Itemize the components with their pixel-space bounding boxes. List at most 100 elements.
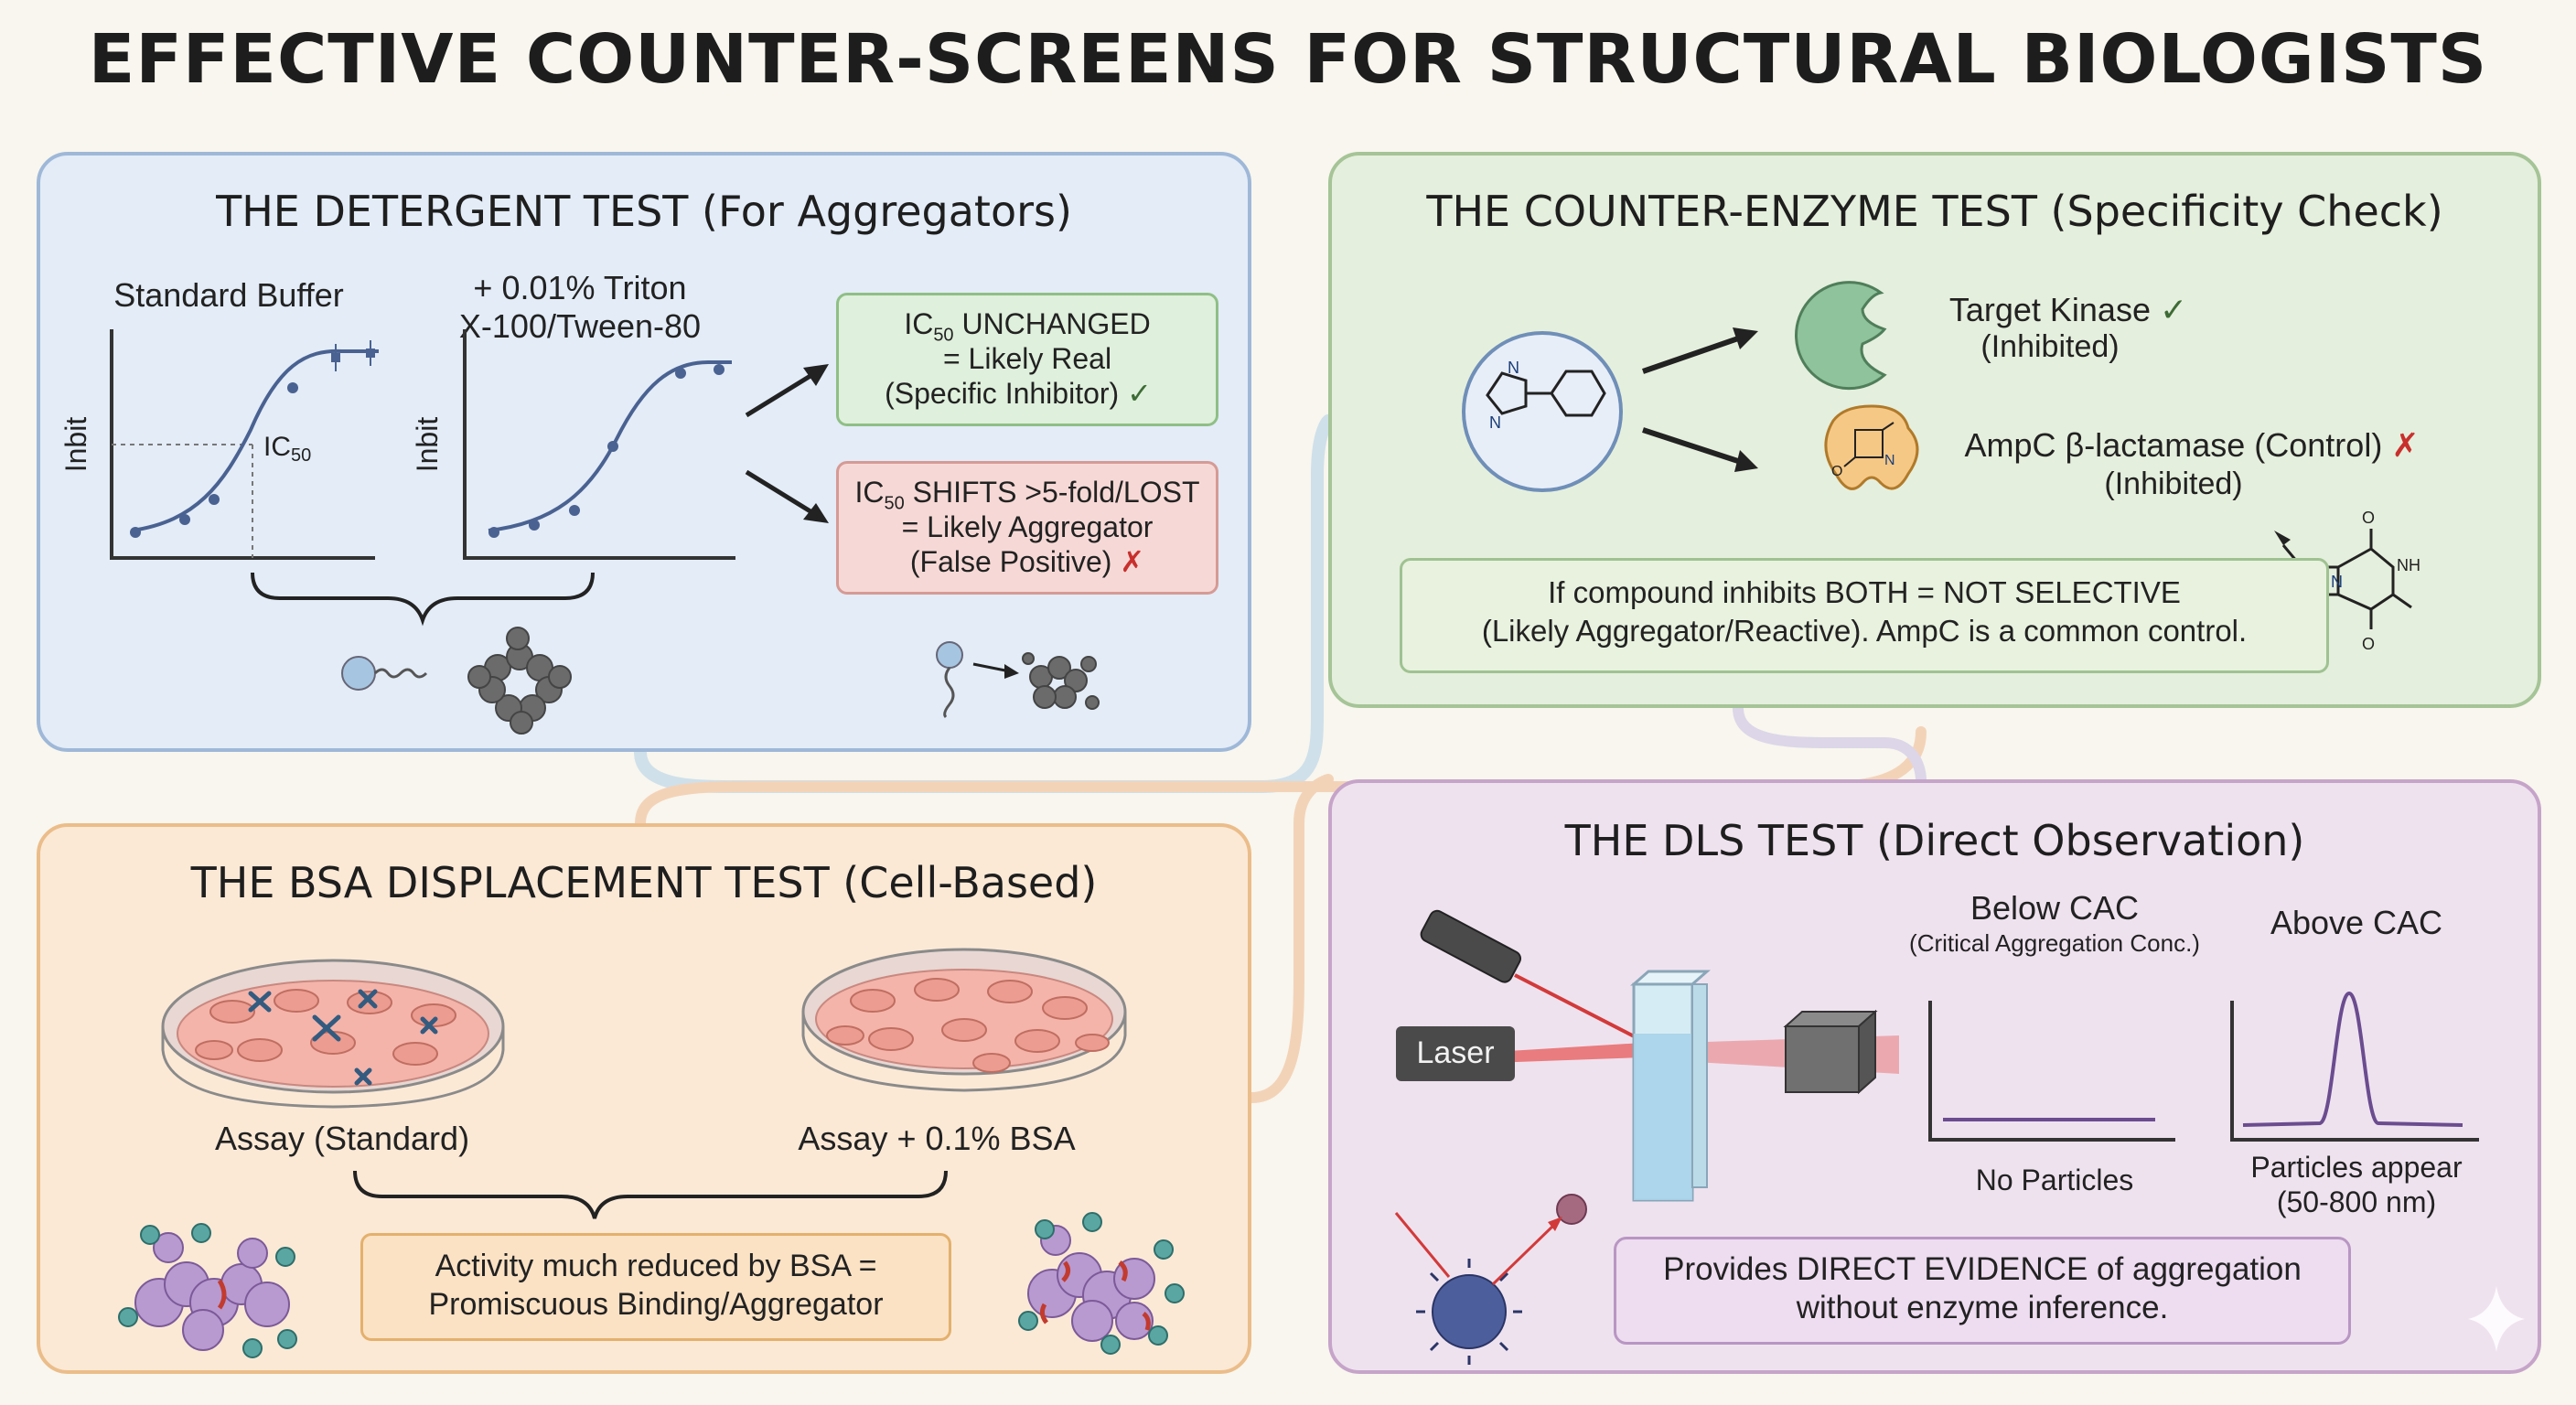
target-kinase-icon: [1795, 281, 1887, 391]
check-icon: ✓: [2159, 291, 2188, 328]
compound-molecule-icon: [341, 656, 376, 691]
atom-n-label: N: [1508, 359, 1519, 377]
plot2-point: [529, 520, 540, 531]
free-compound-tail: [943, 667, 955, 719]
plots-brace: [251, 572, 595, 627]
below-cac-caption: No Particles: [1975, 1164, 2134, 1196]
dish-bsa-label: Assay + 0.1% BSA: [798, 1120, 1076, 1157]
plot1-point: [179, 514, 190, 525]
stereo-wedge: [2274, 531, 2291, 545]
ampc-ring-icon: [1843, 422, 1894, 467]
free-compound-icon: [936, 641, 963, 669]
ampc-atom-o: O: [1831, 464, 1842, 479]
dls-illustration: [1394, 909, 2479, 1365]
ok-result-line3: (Specific Inhibitor) ✓: [885, 377, 1152, 410]
above-cac-peak: [2242, 991, 2463, 1127]
below-cac-subtitle: (Critical Aggregation Conc.): [1909, 929, 2200, 957]
plot2-point: [488, 527, 499, 538]
laser-beam: [1493, 1043, 1643, 1063]
imidazole-phenyl-structure-icon: [1486, 370, 1606, 417]
above-cac-caption-line1: Particles appear: [2250, 1151, 2463, 1184]
bad-result-line3: (False Positive) ✗: [909, 545, 1145, 578]
bsa-panel-title: THE BSA DISPLACEMENT TEST (Cell-Based): [190, 858, 1098, 907]
bsa-illustration: [118, 948, 1185, 1358]
below-cac-title: Below CAC: [1970, 889, 2140, 927]
atom-n-label: N: [1489, 413, 1501, 432]
plot2-curve: [488, 360, 732, 532]
aggregate-cluster-icon: [467, 627, 572, 735]
dishes-brace: [353, 1170, 948, 1219]
selectivity-note-line1: If compound inhibits BOTH = NOT SELECTIV…: [1548, 575, 2181, 609]
arrow-head: [803, 364, 829, 386]
laser-source-box: Laser: [1396, 1026, 1515, 1081]
plot2-point: [569, 505, 580, 516]
main-title: EFFECTIVE COUNTER-SCREENS FOR STRUCTURAL…: [88, 20, 2488, 99]
ampc-atom-n: N: [1884, 453, 1895, 468]
lactam-atom-n: N: [2331, 573, 2343, 591]
ampc-status: (Inhibited): [2104, 467, 2243, 501]
ok-result-box: IC50 UNCHANGED = Likely Real (Specific I…: [836, 293, 1218, 426]
plot2-point: [607, 441, 618, 452]
plot2-title-line2: X-100/Tween-80: [458, 307, 702, 345]
check-icon: ✓: [1127, 377, 1152, 410]
selectivity-note-box: If compound inhibits BOTH = NOT SELECTIV…: [1400, 558, 2329, 673]
petri-dish-bsa-icon: [801, 948, 1127, 1092]
bad-result-line2: = Likely Aggregator: [901, 510, 1154, 543]
bad-result-box: IC50 SHIFTS >5-fold/LOST = Likely Aggreg…: [836, 461, 1218, 595]
above-cac-title: Above CAC: [2270, 904, 2443, 941]
target-kinase-label: Target Kinase ✓: [1948, 291, 2188, 328]
lactam-atom-nh: NH: [2397, 556, 2420, 574]
arrow-to-ok-result: [745, 369, 820, 418]
ampc-label: AmpC β-lactamase (Control) ✗: [1964, 426, 2420, 464]
arrow-to-bad-result: [745, 469, 820, 519]
bsa-note-box: Activity much reduced by BSA = Promiscuo…: [360, 1233, 951, 1341]
detergent-panel-title: THE DETERGENT TEST (For Aggregators): [216, 187, 1072, 236]
cross-icon: ✗: [1120, 545, 1145, 578]
above-cac-caption-line2: (50-800 nm): [2276, 1185, 2437, 1218]
laser-label: Laser: [1416, 1035, 1495, 1070]
petri-dish-standard-icon: [161, 959, 505, 1109]
arrow-head: [1734, 450, 1758, 472]
arrow-head: [803, 503, 829, 523]
bsa-protein-aggregate-icon: [118, 1223, 297, 1358]
counter-illustration: N N N O O O O: [1462, 281, 2420, 653]
dispersing-aggregate-icon: [1022, 652, 1100, 710]
dish-standard-label: Assay (Standard): [214, 1120, 470, 1157]
cuvette-icon: [1630, 970, 1711, 1202]
plot1-axes: [110, 329, 375, 560]
above-cac-axes: [2230, 1001, 2479, 1142]
counter-panel-title: THE COUNTER-ENZYME TEST (Specificity Che…: [1426, 187, 2443, 236]
ampc-enzyme-icon: [1824, 404, 1919, 490]
target-kinase-status: (Inhibited): [1980, 329, 2120, 364]
ok-result-line1: IC50 UNCHANGED: [904, 307, 1151, 346]
angled-laser-emitter-icon: [1420, 909, 1522, 983]
bsa-note-line1: Activity much reduced by BSA =: [435, 1249, 877, 1283]
arrow-to-ampc: [1642, 427, 1744, 466]
lactam-atom-o: O: [2362, 635, 2375, 653]
bsa-displacement-test-panel: THE BSA DISPLACEMENT TEST (Cell-Based): [37, 823, 1251, 1374]
detergent-test-panel: THE DETERGENT TEST (For Aggregators) Sta…: [37, 152, 1251, 752]
counter-enzyme-test-panel: THE COUNTER-ENZYME TEST (Specificity Che…: [1328, 152, 2541, 708]
plot2-ylabel: Inbit: [411, 417, 444, 473]
arrow-head: [1733, 327, 1758, 349]
plot2-point: [675, 368, 686, 379]
compound-tail: [373, 668, 428, 679]
dls-note-line2: without enzyme inference.: [1796, 1290, 2169, 1325]
plot1-ic50-label: IC50: [263, 432, 311, 466]
dls-panel-title: THE DLS TEST (Direct Observation): [1564, 816, 2305, 865]
ok-result-line2: = Likely Real: [942, 342, 1112, 375]
plot1-title: Standard Buffer: [113, 276, 344, 314]
bad-result-line1: IC50 SHIFTS >5-fold/LOST: [854, 476, 1200, 514]
dispersal-arrow: [972, 662, 1011, 673]
cross-icon: ✗: [2391, 426, 2420, 464]
bsa-note-line2: Promiscuous Binding/Aggregator: [428, 1287, 884, 1322]
particle-aggregate-icon: [1394, 1194, 1587, 1365]
plot1-point: [209, 494, 220, 505]
plot1-point: [287, 382, 298, 393]
compound-circle: [1462, 331, 1623, 492]
detector-icon: [1783, 1009, 1878, 1095]
plot2-axes: [463, 329, 735, 560]
lactam-atom-o: O: [2362, 509, 2375, 527]
plot2-point: [714, 364, 724, 375]
